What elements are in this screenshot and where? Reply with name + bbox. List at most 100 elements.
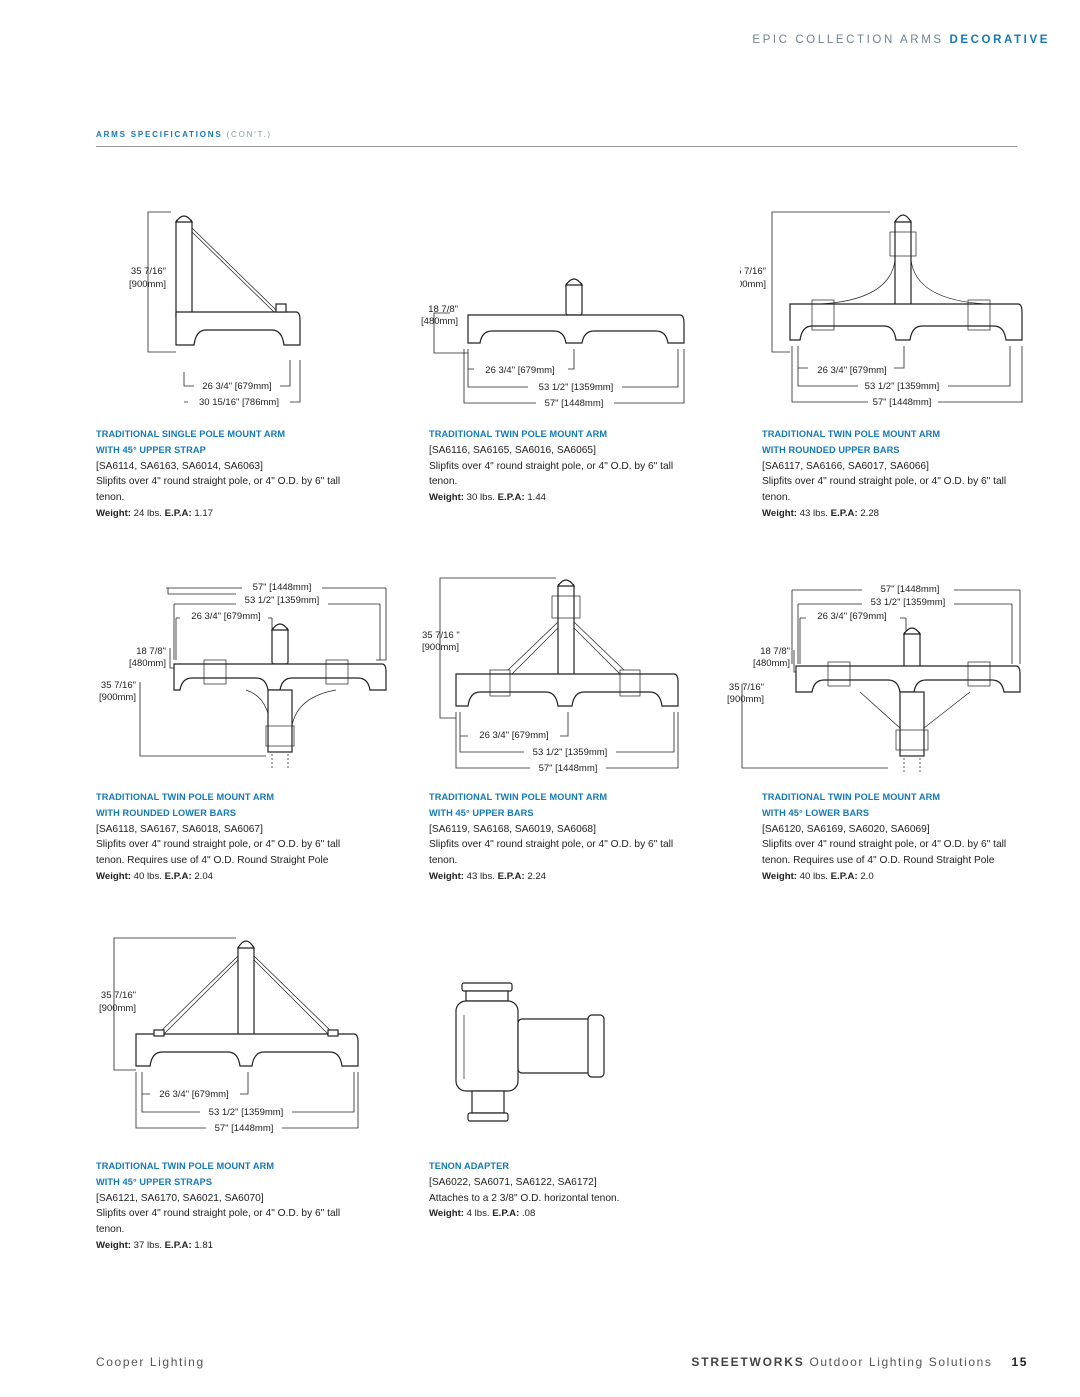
dim-width-26: 26 3/4" [679mm] (485, 365, 554, 376)
dim-width-53: 53 1/2" [1359mm] (865, 381, 940, 392)
dim-width-57: 57" [1448mm] (539, 763, 598, 774)
product-subtitle: WITH ROUNDED UPPER BARS (762, 444, 900, 455)
product-title: TRADITIONAL TWIN POLE MOUNT ARM (762, 429, 941, 439)
product-desc: Slipfits over 4" round straight pole, or… (762, 839, 1007, 867)
dim-height-mm: [480mm] (421, 316, 458, 327)
footer-brand: STREETWORKS (691, 1355, 805, 1369)
product-card-6: TRADITIONAL TWIN POLE MOUNT ARM WITH 45°… (762, 790, 1022, 885)
product-desc: Slipfits over 4" round straight pole, or… (96, 1208, 341, 1236)
dim-width-53: 53 1/2" [1359mm] (539, 382, 614, 393)
dim-height-in: 18 7/8" (428, 304, 458, 315)
dim-height-in: 35 7/16 " (422, 630, 460, 641)
dim-height-in-2: 35 7/16" (101, 680, 136, 691)
product-title: TRADITIONAL TWIN POLE MOUNT ARM (96, 1161, 275, 1171)
product-subtitle: WITH 45° LOWER BARS (762, 807, 870, 818)
page-number: 15 (1011, 1355, 1028, 1369)
dim-height-mm-2: [900mm] (727, 694, 764, 705)
product-desc: Slipfits over 4" round straight pole, or… (429, 839, 674, 867)
product-desc: Slipfits over 4" round straight pole, or… (429, 460, 674, 488)
section-title: ARMS SPECIFICATIONS (CON'T.) (96, 130, 272, 139)
dim-width-57: 57" [1448mm] (545, 398, 604, 409)
product-title: TRADITIONAL TWIN POLE MOUNT ARM (762, 792, 941, 802)
dim-width-53: 53 1/2" [1359mm] (209, 1107, 284, 1118)
product-card-2: TRADITIONAL TWIN POLE MOUNT ARM [SA6116,… (429, 427, 689, 506)
dim-width-53: 53 1/2" [1359mm] (871, 597, 946, 608)
dim-width-53: 53 1/2" [1359mm] (245, 595, 320, 606)
diagram-twin-pole-45-lower: 57" [1448mm] 53 1/2" [1359mm] 26 3/4" [6… (727, 584, 1021, 774)
product-card-8: TENON ADAPTER [SA6022, SA6071, SA6122, S… (429, 1159, 689, 1222)
product-card-3: TRADITIONAL TWIN POLE MOUNT ARM WITH ROU… (762, 427, 1022, 522)
product-models: [SA6120, SA6169, SA6020, SA6069] (762, 823, 930, 835)
dim-height-in: 18 7/8" (136, 646, 166, 657)
product-models: [SA6022, SA6071, SA6122, SA6172] (429, 1176, 597, 1188)
page-header: EPIC COLLECTION ARMS DECORATIVE (752, 34, 1050, 46)
dim-height-in: 35 7/16" (740, 266, 766, 277)
product-desc: Slipfits over 4" round straight pole, or… (96, 839, 341, 867)
dim-width-26: 26 3/4" [679mm] (191, 611, 260, 622)
footer-brand-line: STREETWORKS Outdoor Lighting Solutions 1… (691, 1355, 1028, 1369)
dim-width-26: 26 3/4" [679mm] (159, 1089, 228, 1100)
product-desc: Slipfits over 4" round straight pole, or… (762, 476, 1007, 504)
diagram-twin-pole-rounded-lower: 57" [1448mm] 53 1/2" [1359mm] 26 3/4" [6… (99, 582, 387, 770)
product-card-5: TRADITIONAL TWIN POLE MOUNT ARM WITH 45°… (429, 790, 689, 885)
product-models: [SA6116, SA6165, SA6016, SA6065] (429, 444, 596, 456)
product-desc: Attaches to a 2 3/8" O.D. horizontal ten… (429, 1192, 620, 1204)
dim-width-30: 30 15/16" [786mm] (199, 397, 279, 408)
dim-width-26: 26 3/4" [679mm] (817, 365, 886, 376)
section-divider (96, 146, 1017, 147)
diagram-twin-pole-rounded-upper: 35 7/16" [900mm] 26 3/4" [679mm] 53 1/2"… (740, 211, 1023, 408)
product-subtitle: WITH 45° UPPER STRAPS (96, 1176, 213, 1187)
diagram-tenon-adapter (455, 982, 605, 1122)
dim-height-in: 35 7/16" (101, 990, 136, 1001)
product-title: TRADITIONAL SINGLE POLE MOUNT ARM (96, 429, 286, 439)
diagram-single-pole-upper-strap: 35 7/16" [900mm] 26 3/4" [679mm] 30 15/1… (129, 211, 301, 408)
dim-width-26: 26 3/4" [679mm] (817, 611, 886, 622)
product-card-1: TRADITIONAL SINGLE POLE MOUNT ARM WITH 4… (96, 427, 356, 522)
dim-width-53: 53 1/2" [1359mm] (533, 747, 608, 758)
dim-height-in-2: 35 7/16" (729, 682, 764, 693)
product-weight: Weight: 24 lbs. E.P.A: 1.17 (96, 507, 213, 519)
dim-height-mm: [480mm] (753, 658, 790, 669)
product-card-7: TRADITIONAL TWIN POLE MOUNT ARM WITH 45°… (96, 1159, 356, 1254)
product-title: TENON ADAPTER (429, 1161, 510, 1171)
dim-height-mm: [900mm] (99, 1003, 136, 1014)
dim-height-in: 35 7/16" (131, 266, 166, 277)
product-models: [SA6114, SA6163, SA6014, SA6063] (96, 460, 263, 472)
product-weight: Weight: 37 lbs. E.P.A: 1.81 (96, 1239, 213, 1251)
collection-title: EPIC COLLECTION ARMS (752, 34, 944, 46)
product-models: [SA6119, SA6168, SA6019, SA6068] (429, 823, 596, 835)
dim-width-26: 26 3/4" [679mm] (202, 381, 271, 392)
section-title-text: ARMS SPECIFICATIONS (96, 130, 223, 139)
dim-width-26: 26 3/4" [679mm] (479, 730, 548, 741)
product-models: [SA6118, SA6167, SA6018, SA6067] (96, 823, 263, 835)
dim-width-57: 57" [1448mm] (873, 397, 932, 408)
dim-height-in: 18 7/8" (760, 646, 790, 657)
dim-height-mm: [900mm] (422, 642, 459, 653)
product-weight: Weight: 40 lbs. E.P.A: 2.04 (96, 870, 213, 882)
product-title: TRADITIONAL TWIN POLE MOUNT ARM (429, 792, 608, 802)
dim-height-mm: [480mm] (129, 658, 166, 669)
product-title: TRADITIONAL TWIN POLE MOUNT ARM (96, 792, 275, 802)
dim-width-57: 57" [1448mm] (253, 582, 312, 593)
product-weight: Weight: 40 lbs. E.P.A: 2.0 (762, 870, 874, 882)
dim-width-57: 57" [1448mm] (215, 1123, 274, 1134)
product-weight: Weight: 43 lbs. E.P.A: 2.24 (429, 870, 546, 882)
product-weight: Weight: 43 lbs. E.P.A: 2.28 (762, 507, 879, 519)
dim-height-mm: [900mm] (129, 279, 166, 290)
dim-width-57: 57" [1448mm] (881, 584, 940, 595)
diagram-twin-pole-45-straps: 35 7/16" [900mm] 26 3/4" [679mm] 53 1/2"… (99, 937, 359, 1134)
product-card-4: TRADITIONAL TWIN POLE MOUNT ARM WITH ROU… (96, 790, 356, 885)
dim-height-mm-2: [900mm] (99, 692, 136, 703)
diagram-twin-pole: 18 7/8" [480mm] 26 3/4" [679mm] 53 1/2" … (421, 278, 685, 409)
dim-height-mm: [900mm] (740, 279, 766, 290)
product-subtitle: WITH ROUNDED LOWER BARS (96, 807, 237, 818)
product-weight: Weight: 30 lbs. E.P.A: 1.44 (429, 492, 546, 504)
product-models: [SA6121, SA6170, SA6021, SA6070] (96, 1192, 264, 1204)
category-title: DECORATIVE (949, 34, 1050, 46)
diagram-twin-pole-45-upper: 35 7/16 " [900mm] 26 3/4" [679mm] 53 1/2… (422, 577, 679, 774)
product-desc: Slipfits over 4" round straight pole, or… (96, 476, 341, 504)
footer-tagline: Outdoor Lighting Solutions (809, 1355, 993, 1369)
product-subtitle: WITH 45° UPPER BARS (429, 807, 534, 818)
section-title-cont: (CON'T.) (226, 130, 272, 139)
product-title: TRADITIONAL TWIN POLE MOUNT ARM (429, 429, 608, 439)
